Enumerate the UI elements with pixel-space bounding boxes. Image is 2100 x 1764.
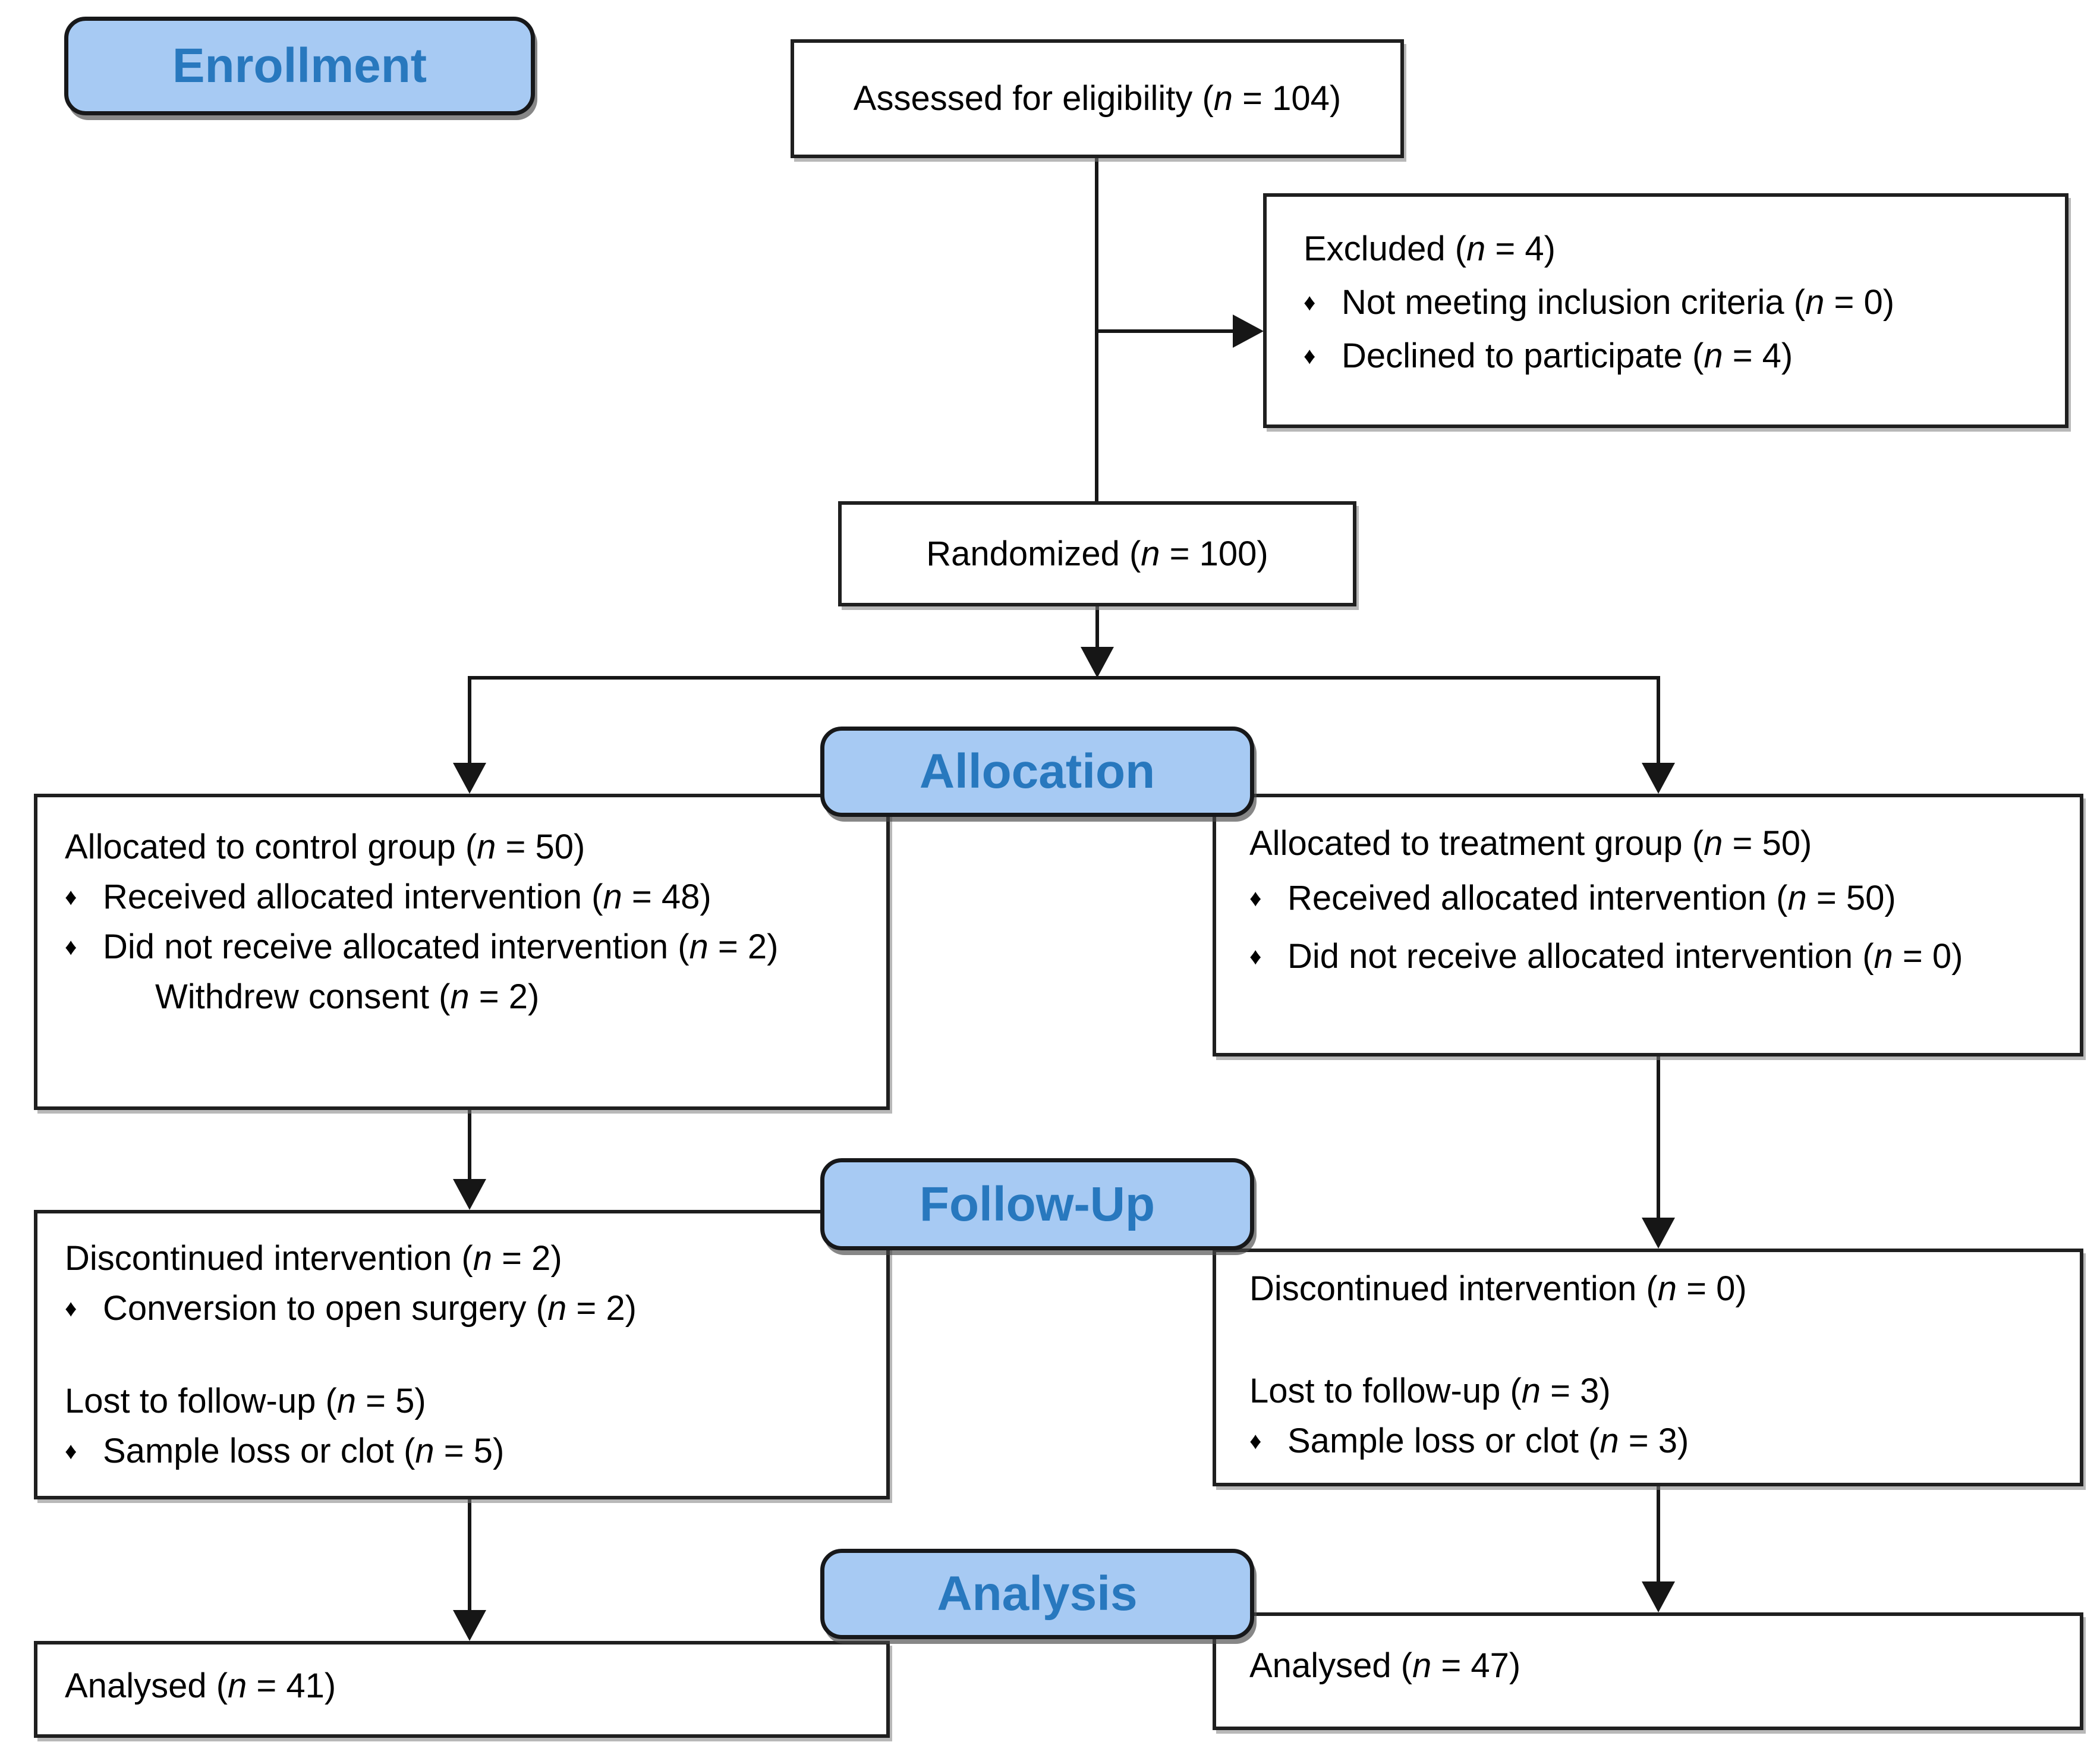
followup-header: Follow-Up — [820, 1158, 1254, 1250]
arrowhead-control-followup-icon — [453, 1179, 486, 1210]
arrowhead-control-analysis-icon — [453, 1610, 486, 1641]
assessed-label: Assessed for eligibility (n = 104) — [853, 79, 1342, 118]
diamond-bullet-icon: ♦ — [1249, 1428, 1262, 1454]
treatment-allocation-title: Allocated to treatment group (n = 50) — [1249, 824, 1812, 863]
diamond-bullet-icon: ♦ — [65, 934, 77, 960]
excluded-box: Excluded (n = 4) ♦Not meeting inclusion … — [1263, 193, 2068, 428]
treatment-lost-item: ♦Sample loss or clot (n = 3) — [1249, 1416, 2074, 1466]
excluded-item: ♦Declined to participate (n = 4) — [1304, 331, 2053, 381]
connector-split-to-treatment — [1657, 676, 1660, 765]
allocation-header-label: Allocation — [919, 744, 1156, 798]
randomized-box: Randomized (n = 100) — [838, 501, 1356, 606]
connector-randomized-to-split — [1095, 606, 1099, 649]
analysis-header: Analysis — [820, 1549, 1254, 1639]
connector-excluded-branch — [1097, 329, 1236, 333]
arrowhead-treatment-followup-icon — [1642, 1218, 1675, 1249]
control-analysis-box: Analysed (n = 41) — [34, 1641, 890, 1738]
treatment-analysis-box: Analysed (n = 47) — [1213, 1612, 2083, 1730]
arrowhead-treatment-allocation-icon — [1642, 763, 1675, 794]
connector-control-to-followup — [468, 1110, 471, 1181]
arrowhead-split-icon — [1081, 647, 1114, 678]
arrowhead-treatment-analysis-icon — [1642, 1581, 1675, 1612]
control-followup-title: Discontinued intervention (n = 2) — [65, 1239, 562, 1278]
control-allocation-item: ♦Did not receive allocated intervention … — [65, 922, 880, 972]
diamond-bullet-icon: ♦ — [1304, 290, 1316, 316]
treatment-lost-title: Lost to follow-up (n = 3) — [1249, 1372, 1611, 1410]
excluded-item: ♦Not meeting inclusion criteria (n = 0) — [1304, 278, 2053, 328]
diamond-bullet-icon: ♦ — [65, 1296, 77, 1322]
arrowhead-control-allocation-icon — [453, 763, 486, 794]
diamond-bullet-icon: ♦ — [65, 1438, 77, 1464]
connector-treatment-to-analysis — [1657, 1486, 1660, 1584]
control-allocation-title: Allocated to control group (n = 50) — [65, 828, 585, 866]
randomized-label: Randomized (n = 100) — [926, 534, 1268, 573]
connector-control-to-analysis — [468, 1499, 471, 1612]
analysis-header-label: Analysis — [937, 1567, 1138, 1621]
treatment-followup-title: Discontinued intervention (n = 0) — [1249, 1269, 1747, 1308]
control-allocation-item: ♦Received allocated intervention (n = 48… — [65, 872, 880, 922]
connector-split-horizontal — [468, 676, 1660, 680]
control-lost-item: ♦Sample loss or clot (n = 5) — [65, 1426, 880, 1476]
diamond-bullet-icon: ♦ — [1304, 343, 1316, 369]
control-allocation-subitem: Withdrew consent (n = 2) — [155, 977, 540, 1016]
control-followup-item: ♦Conversion to open surgery (n = 2) — [65, 1284, 880, 1334]
arrowhead-excluded-icon — [1233, 315, 1264, 348]
diamond-bullet-icon: ♦ — [1249, 944, 1262, 970]
treatment-allocation-item: ♦Did not receive allocated intervention … — [1249, 932, 2074, 982]
diamond-bullet-icon: ♦ — [1249, 885, 1262, 911]
control-analysed-label: Analysed (n = 41) — [65, 1666, 336, 1705]
control-lost-title: Lost to follow-up (n = 5) — [65, 1382, 426, 1420]
excluded-title: Excluded (n = 4) — [1304, 229, 1556, 268]
treatment-allocation-box: Allocated to treatment group (n = 50) ♦R… — [1213, 794, 2083, 1056]
assessed-box: Assessed for eligibility (n = 104) — [791, 39, 1404, 158]
enrollment-header-label: Enrollment — [172, 39, 427, 93]
connector-split-to-control — [468, 676, 471, 765]
treatment-allocation-item: ♦Received allocated intervention (n = 50… — [1249, 873, 2074, 923]
treatment-followup-box: Discontinued intervention (n = 0) Lost t… — [1213, 1249, 2083, 1486]
followup-header-label: Follow-Up — [919, 1177, 1156, 1231]
connector-treatment-to-followup — [1657, 1056, 1660, 1220]
control-allocation-box: Allocated to control group (n = 50) ♦Rec… — [34, 794, 890, 1110]
control-followup-box: Discontinued intervention (n = 2) ♦Conve… — [34, 1210, 890, 1499]
treatment-analysed-label: Analysed (n = 47) — [1249, 1646, 1521, 1685]
diamond-bullet-icon: ♦ — [65, 884, 77, 910]
enrollment-header: Enrollment — [64, 17, 535, 115]
allocation-header: Allocation — [820, 727, 1254, 817]
